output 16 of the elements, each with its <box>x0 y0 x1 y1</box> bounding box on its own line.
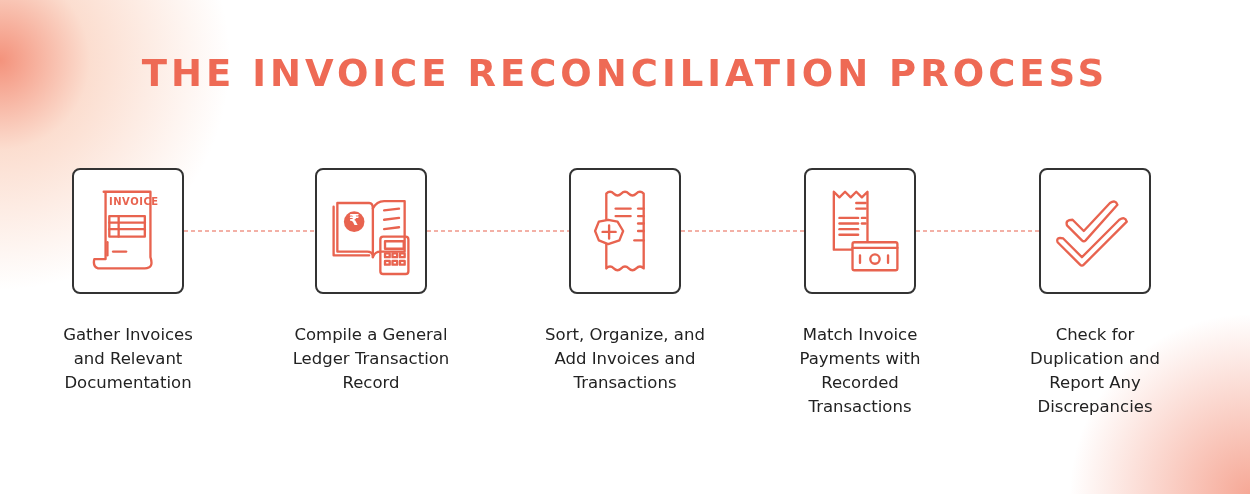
dashed-connector <box>183 230 316 232</box>
step-box <box>1039 168 1151 294</box>
step-box <box>569 168 681 294</box>
step-caption: Compile a General Ledger Transaction Record <box>291 324 451 394</box>
dashed-connector <box>426 230 570 232</box>
step-caption: Sort, Organize, and Add Invoices and Transactions <box>545 324 705 394</box>
step-box <box>72 168 184 294</box>
step-caption: Gather Invoices and Relevant Documentation <box>62 324 194 394</box>
step-caption: Check for Duplication and Report Any Discrepancies <box>1029 324 1161 418</box>
title: THE INVOICE RECONCILIATION PROCESS <box>140 52 1110 95</box>
step-box <box>804 168 916 294</box>
step-caption: Match Invoice Payments with Recorded Transactions <box>798 324 922 418</box>
currency-symbol: ₹ <box>349 213 360 228</box>
dashed-connector <box>915 230 1040 232</box>
dashed-connector <box>680 230 805 232</box>
step-box <box>315 168 427 294</box>
